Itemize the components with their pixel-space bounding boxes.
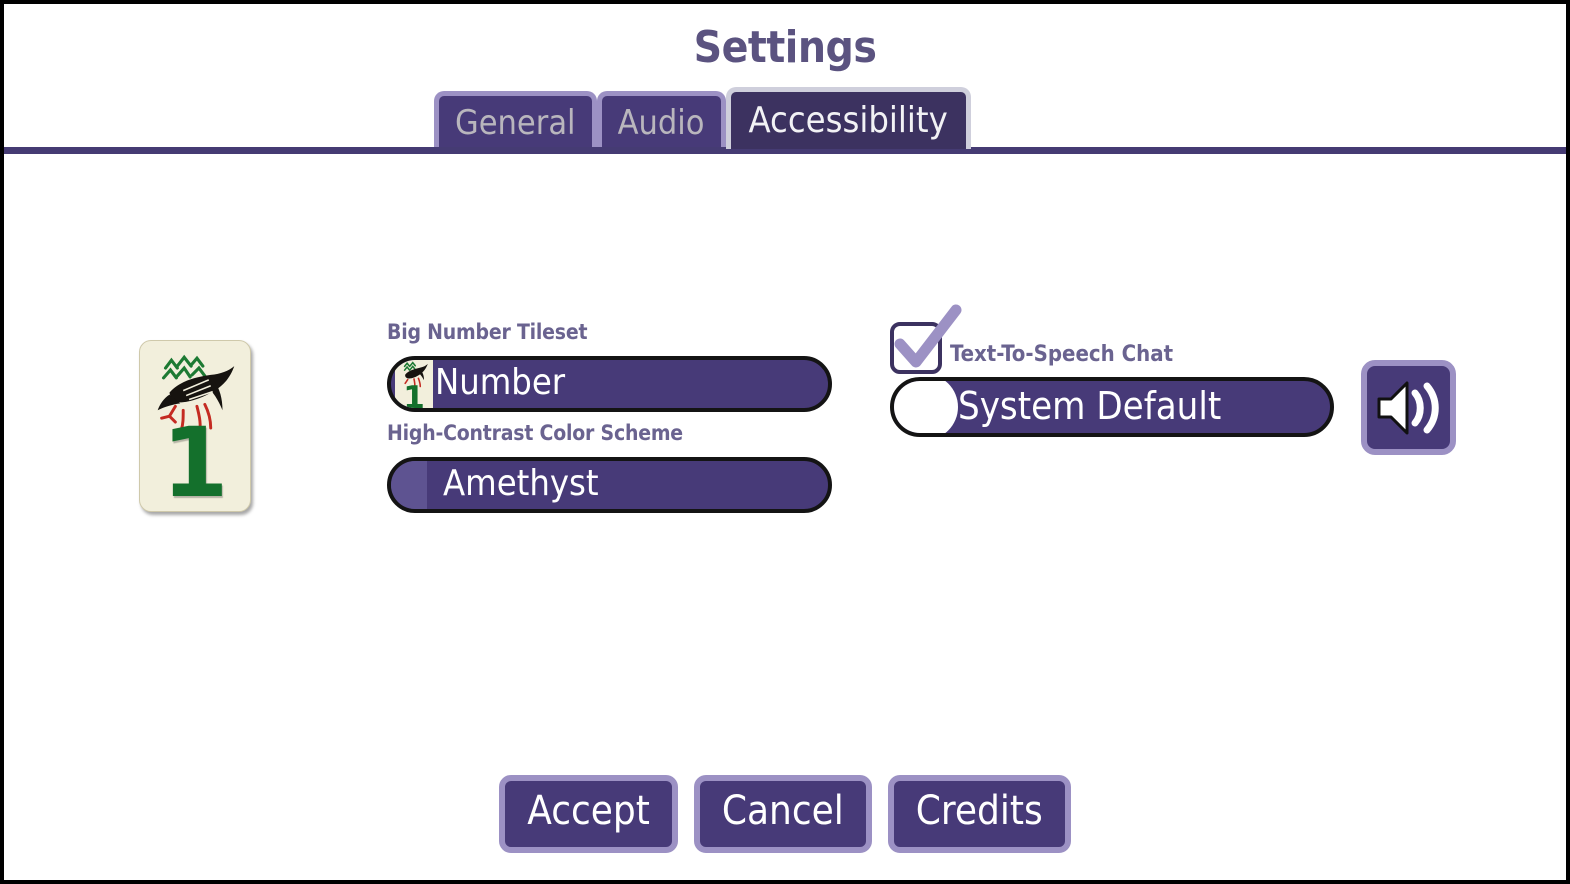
tab-accessibility-label: Accessibility <box>748 99 948 141</box>
tileset-dropdown[interactable]: 1 Number <box>387 356 832 412</box>
check-icon <box>894 304 962 368</box>
tts-checkbox-row[interactable]: Text-To-Speech Chat <box>890 304 1174 374</box>
bamboo-bird-icon-small <box>403 361 428 388</box>
color-scheme-label: High-Contrast Color Scheme <box>387 421 683 445</box>
tileset-thumbnail: 1 <box>395 360 433 411</box>
tileset-label: Big Number Tileset <box>387 320 588 344</box>
tts-preview-button[interactable] <box>1361 360 1456 455</box>
dialog-button-row: Accept Cancel Credits <box>4 775 1566 853</box>
accept-button[interactable]: Accept <box>499 775 678 853</box>
tts-checkbox-label: Text-To-Speech Chat <box>950 342 1174 367</box>
color-scheme-value: Amethyst <box>443 462 599 504</box>
color-scheme-swatch <box>391 461 427 509</box>
tileset-value: Number <box>435 361 566 403</box>
cancel-button[interactable]: Cancel <box>693 775 872 853</box>
tab-audio[interactable]: Audio <box>596 91 726 149</box>
tab-audio-label: Audio <box>617 102 705 143</box>
bamboo-bird-icon <box>157 354 235 432</box>
tile-preview-number: 1 <box>161 406 229 512</box>
settings-window: Settings General Audio Accessibility <box>4 4 1566 880</box>
tab-general[interactable]: General <box>434 91 597 149</box>
tts-voice-value: System Default <box>958 383 1222 428</box>
tab-divider <box>4 147 1566 154</box>
speaker-volume-icon <box>1377 381 1439 434</box>
tts-voice-dropdown[interactable]: System Default <box>890 377 1334 437</box>
tts-checkbox[interactable] <box>890 304 962 374</box>
page-title: Settings <box>693 22 877 73</box>
tileset-thumbnail-number: 1 <box>403 380 425 411</box>
credits-button[interactable]: Credits <box>887 775 1071 853</box>
tab-bar: General Audio Accessibility <box>434 87 971 149</box>
tab-accessibility[interactable]: Accessibility <box>725 87 971 149</box>
color-scheme-dropdown[interactable]: Amethyst <box>387 457 832 513</box>
tab-general-label: General <box>455 102 576 143</box>
tts-voice-knob <box>894 381 958 433</box>
tileset-preview: 1 <box>139 340 251 512</box>
